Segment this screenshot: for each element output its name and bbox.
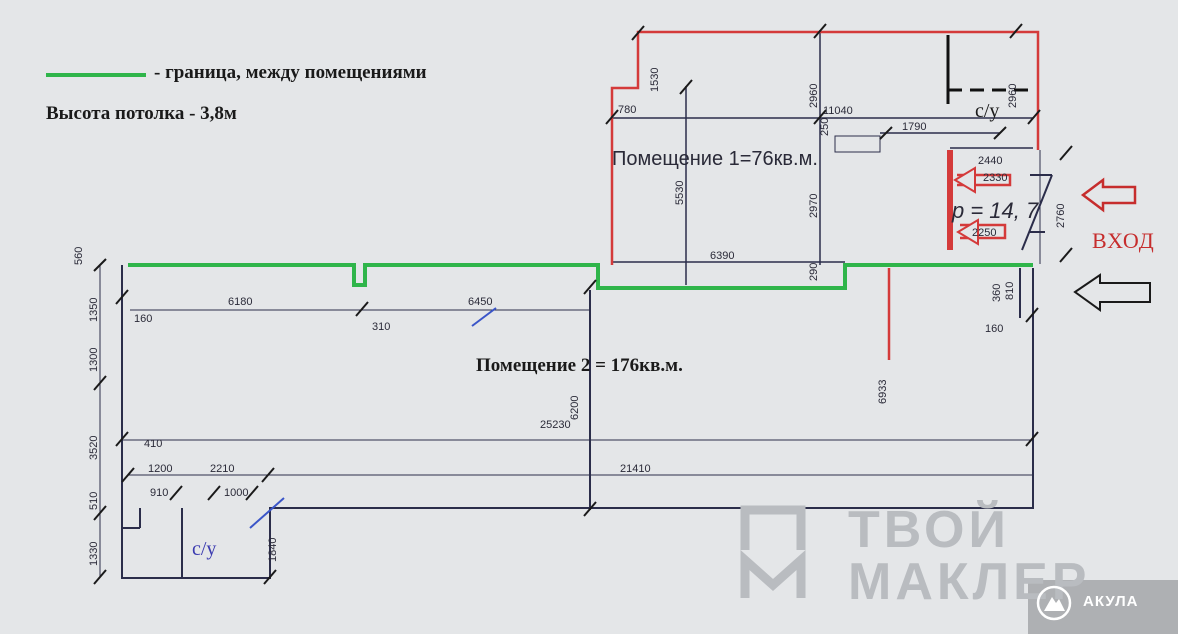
dim-780: 780 — [618, 104, 636, 116]
boundary-line — [128, 263, 1033, 290]
dim-1300: 1300 — [88, 348, 100, 372]
dim-810: 810 — [1004, 282, 1016, 300]
dim-1350: 1350 — [88, 298, 100, 322]
dim-2210: 2210 — [210, 463, 234, 475]
dim-560: 560 — [73, 247, 85, 265]
dim-1330: 1330 — [88, 542, 100, 566]
dim-2330: 2330 — [983, 172, 1007, 184]
entry-arrow-red — [1080, 177, 1137, 213]
dim-2970: 2970 — [808, 194, 820, 218]
dim-6933: 6933 — [877, 380, 889, 404]
dim-1790: 1790 — [902, 121, 926, 133]
entry-arrow-black — [1073, 273, 1151, 312]
dim-360: 360 — [991, 284, 1003, 302]
blue-ticks — [249, 307, 497, 529]
dim-410: 410 — [144, 438, 162, 450]
wc-label-top: с/у — [975, 100, 1000, 122]
dim-290: 290 — [808, 263, 820, 281]
dimension-ticks — [93, 23, 1073, 585]
ceiling-height: Высота потолка - 3,8м — [46, 103, 237, 124]
dim-250: 250 — [819, 118, 831, 136]
akula-logo-icon — [1036, 585, 1072, 621]
dim-1840: 1840 — [267, 538, 279, 562]
dim-2960b: 2960 — [1007, 84, 1019, 108]
dim-2250: 2250 — [972, 227, 996, 239]
dim-910: 910 — [150, 487, 168, 499]
dim-3520: 3520 — [88, 436, 100, 460]
dim-1530: 1530 — [649, 68, 661, 92]
stair-arrows — [953, 166, 1053, 251]
dimension-labels: 1530 2960 2960 780 11040 250 1790 2440 2… — [73, 68, 1067, 566]
dim-21410: 21410 — [620, 463, 651, 475]
dim-160b: 160 — [985, 323, 1003, 335]
legend-label: - граница, между помещениями — [154, 62, 427, 83]
watermark-line2: МАКЛЕР — [848, 553, 1091, 611]
dim-2760: 2760 — [1055, 204, 1067, 228]
room2-label: Помещение 2 = 176кв.м. — [476, 355, 683, 376]
dim-2440: 2440 — [978, 155, 1002, 167]
dim-160a: 160 — [134, 313, 152, 325]
dim-25230: 25230 — [540, 419, 571, 431]
watermark-line1: ТВОЙ — [848, 501, 1010, 559]
dim-6390: 6390 — [710, 250, 734, 262]
akula-badge-text: АКУЛА — [1083, 593, 1139, 610]
dim-1000: 1000 — [224, 487, 248, 499]
maklers-logo-icon — [740, 505, 806, 598]
dim-6200: 6200 — [569, 396, 581, 420]
stair-label: р = 14, 7 — [952, 198, 1039, 223]
dim-2960a: 2960 — [808, 84, 820, 108]
dim-510: 510 — [88, 492, 100, 510]
wc-label-bottom: с/у — [192, 538, 217, 560]
entry-label: ВХОД — [1092, 228, 1155, 253]
room1-walls — [612, 30, 1041, 285]
dim-11040: 11040 — [823, 105, 853, 117]
room1-label: Помещение 1=76кв.м. — [612, 148, 818, 170]
dim-310: 310 — [372, 321, 390, 333]
dim-6180: 6180 — [228, 296, 252, 308]
legend-swatch — [46, 73, 146, 77]
dim-1200: 1200 — [148, 463, 172, 475]
dim-5530: 5530 — [674, 181, 686, 205]
dim-6450: 6450 — [468, 296, 492, 308]
